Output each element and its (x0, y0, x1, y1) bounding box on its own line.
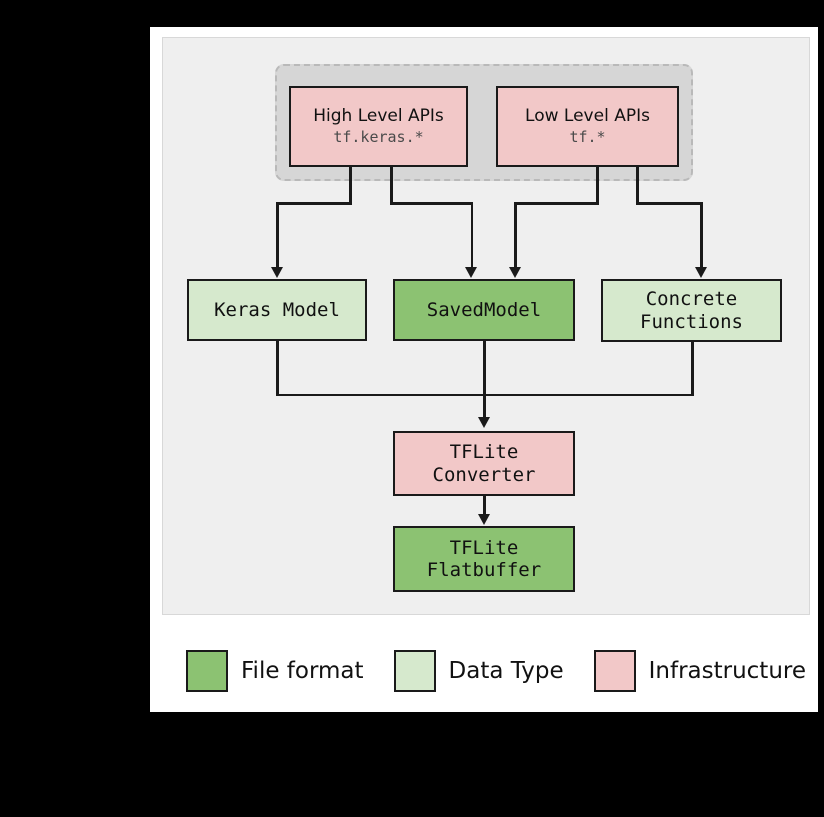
arrowhead-to-tflite-converter (477, 417, 490, 428)
node-tflite-converter-label-line1: TFLite (449, 441, 519, 464)
node-keras-model-label: Keras Model (214, 298, 340, 321)
arrowhead-to-keras-model (270, 267, 283, 278)
node-tflite-flatbuffer[interactable]: TFLite Flatbuffer (393, 526, 575, 592)
edge-keras-down (276, 341, 279, 396)
edge-converter-to-flatbuffer (483, 496, 486, 516)
legend-label-data-type: Data Type (448, 658, 564, 684)
edge-lowlevel-to-concrete-vert1 (636, 167, 639, 204)
edge-highlevel-to-savedmodel-vert2 (470, 202, 473, 269)
diagram-panel: High Level APIs tf.keras.* Low Level API… (162, 37, 810, 615)
node-saved-model-label: SavedModel (426, 298, 542, 321)
edge-lowlevel-to-concrete-horiz (636, 202, 703, 205)
node-low-level-apis-subtitle: tf.* (569, 128, 606, 147)
node-keras-model[interactable]: Keras Model (187, 279, 367, 341)
legend-item-data-type: Data Type (393, 650, 564, 692)
edge-lowlevel-to-savedmodel-vert1 (596, 167, 599, 204)
node-tflite-converter[interactable]: TFLite Converter (393, 431, 575, 496)
diagram-card: High Level APIs tf.keras.* Low Level API… (150, 27, 818, 712)
legend-item-file-format: File format (186, 650, 364, 692)
edge-highlevel-to-savedmodel-horiz (390, 202, 473, 205)
edge-highlevel-to-savedmodel-vert1 (390, 167, 393, 204)
node-concrete-functions-label-line1: Concrete (645, 288, 738, 311)
legend-item-infrastructure: Infrastructure (593, 650, 806, 692)
edge-savedmodel-to-converter (483, 341, 486, 419)
legend-swatch-file-format (186, 650, 228, 692)
legend-label-file-format: File format (241, 658, 364, 684)
edge-concrete-down (691, 342, 694, 396)
node-tflite-converter-label-line2: Converter (432, 463, 536, 486)
arrowhead-to-tflite-flatbuffer (477, 514, 490, 525)
edge-lowlevel-to-concrete-vert2 (700, 202, 703, 269)
node-high-level-apis[interactable]: High Level APIs tf.keras.* (289, 86, 468, 167)
node-tflite-flatbuffer-label-line2: Flatbuffer (426, 559, 542, 581)
node-concrete-functions-label-line2: Functions (640, 310, 743, 333)
arrowhead-to-savedmodel-right (508, 267, 521, 278)
node-saved-model[interactable]: SavedModel (393, 279, 575, 341)
node-tflite-flatbuffer-label-line1: TFLite (449, 536, 519, 559)
node-high-level-apis-title: High Level APIs (313, 106, 444, 127)
legend-label-infrastructure: Infrastructure (648, 658, 806, 684)
edge-lowlevel-to-savedmodel-horiz (514, 202, 599, 205)
legend-swatch-data-type (393, 650, 436, 692)
arrowhead-to-concrete-functions (694, 267, 707, 278)
legend: File format Data Type Infrastructure (186, 645, 806, 697)
node-high-level-apis-subtitle: tf.keras.* (333, 128, 424, 147)
arrowhead-to-savedmodel-left (465, 267, 478, 278)
edge-lowlevel-to-savedmodel-vert2 (514, 202, 517, 269)
edge-highlevel-to-keras-vert2 (276, 202, 279, 269)
node-low-level-apis[interactable]: Low Level APIs tf.* (496, 86, 679, 167)
edge-highlevel-to-keras-vert1 (349, 167, 352, 204)
node-low-level-apis-title: Low Level APIs (525, 106, 650, 127)
legend-swatch-infrastructure (593, 650, 636, 692)
edge-highlevel-to-keras-horiz (276, 202, 352, 205)
node-concrete-functions[interactable]: Concrete Functions (601, 279, 782, 342)
